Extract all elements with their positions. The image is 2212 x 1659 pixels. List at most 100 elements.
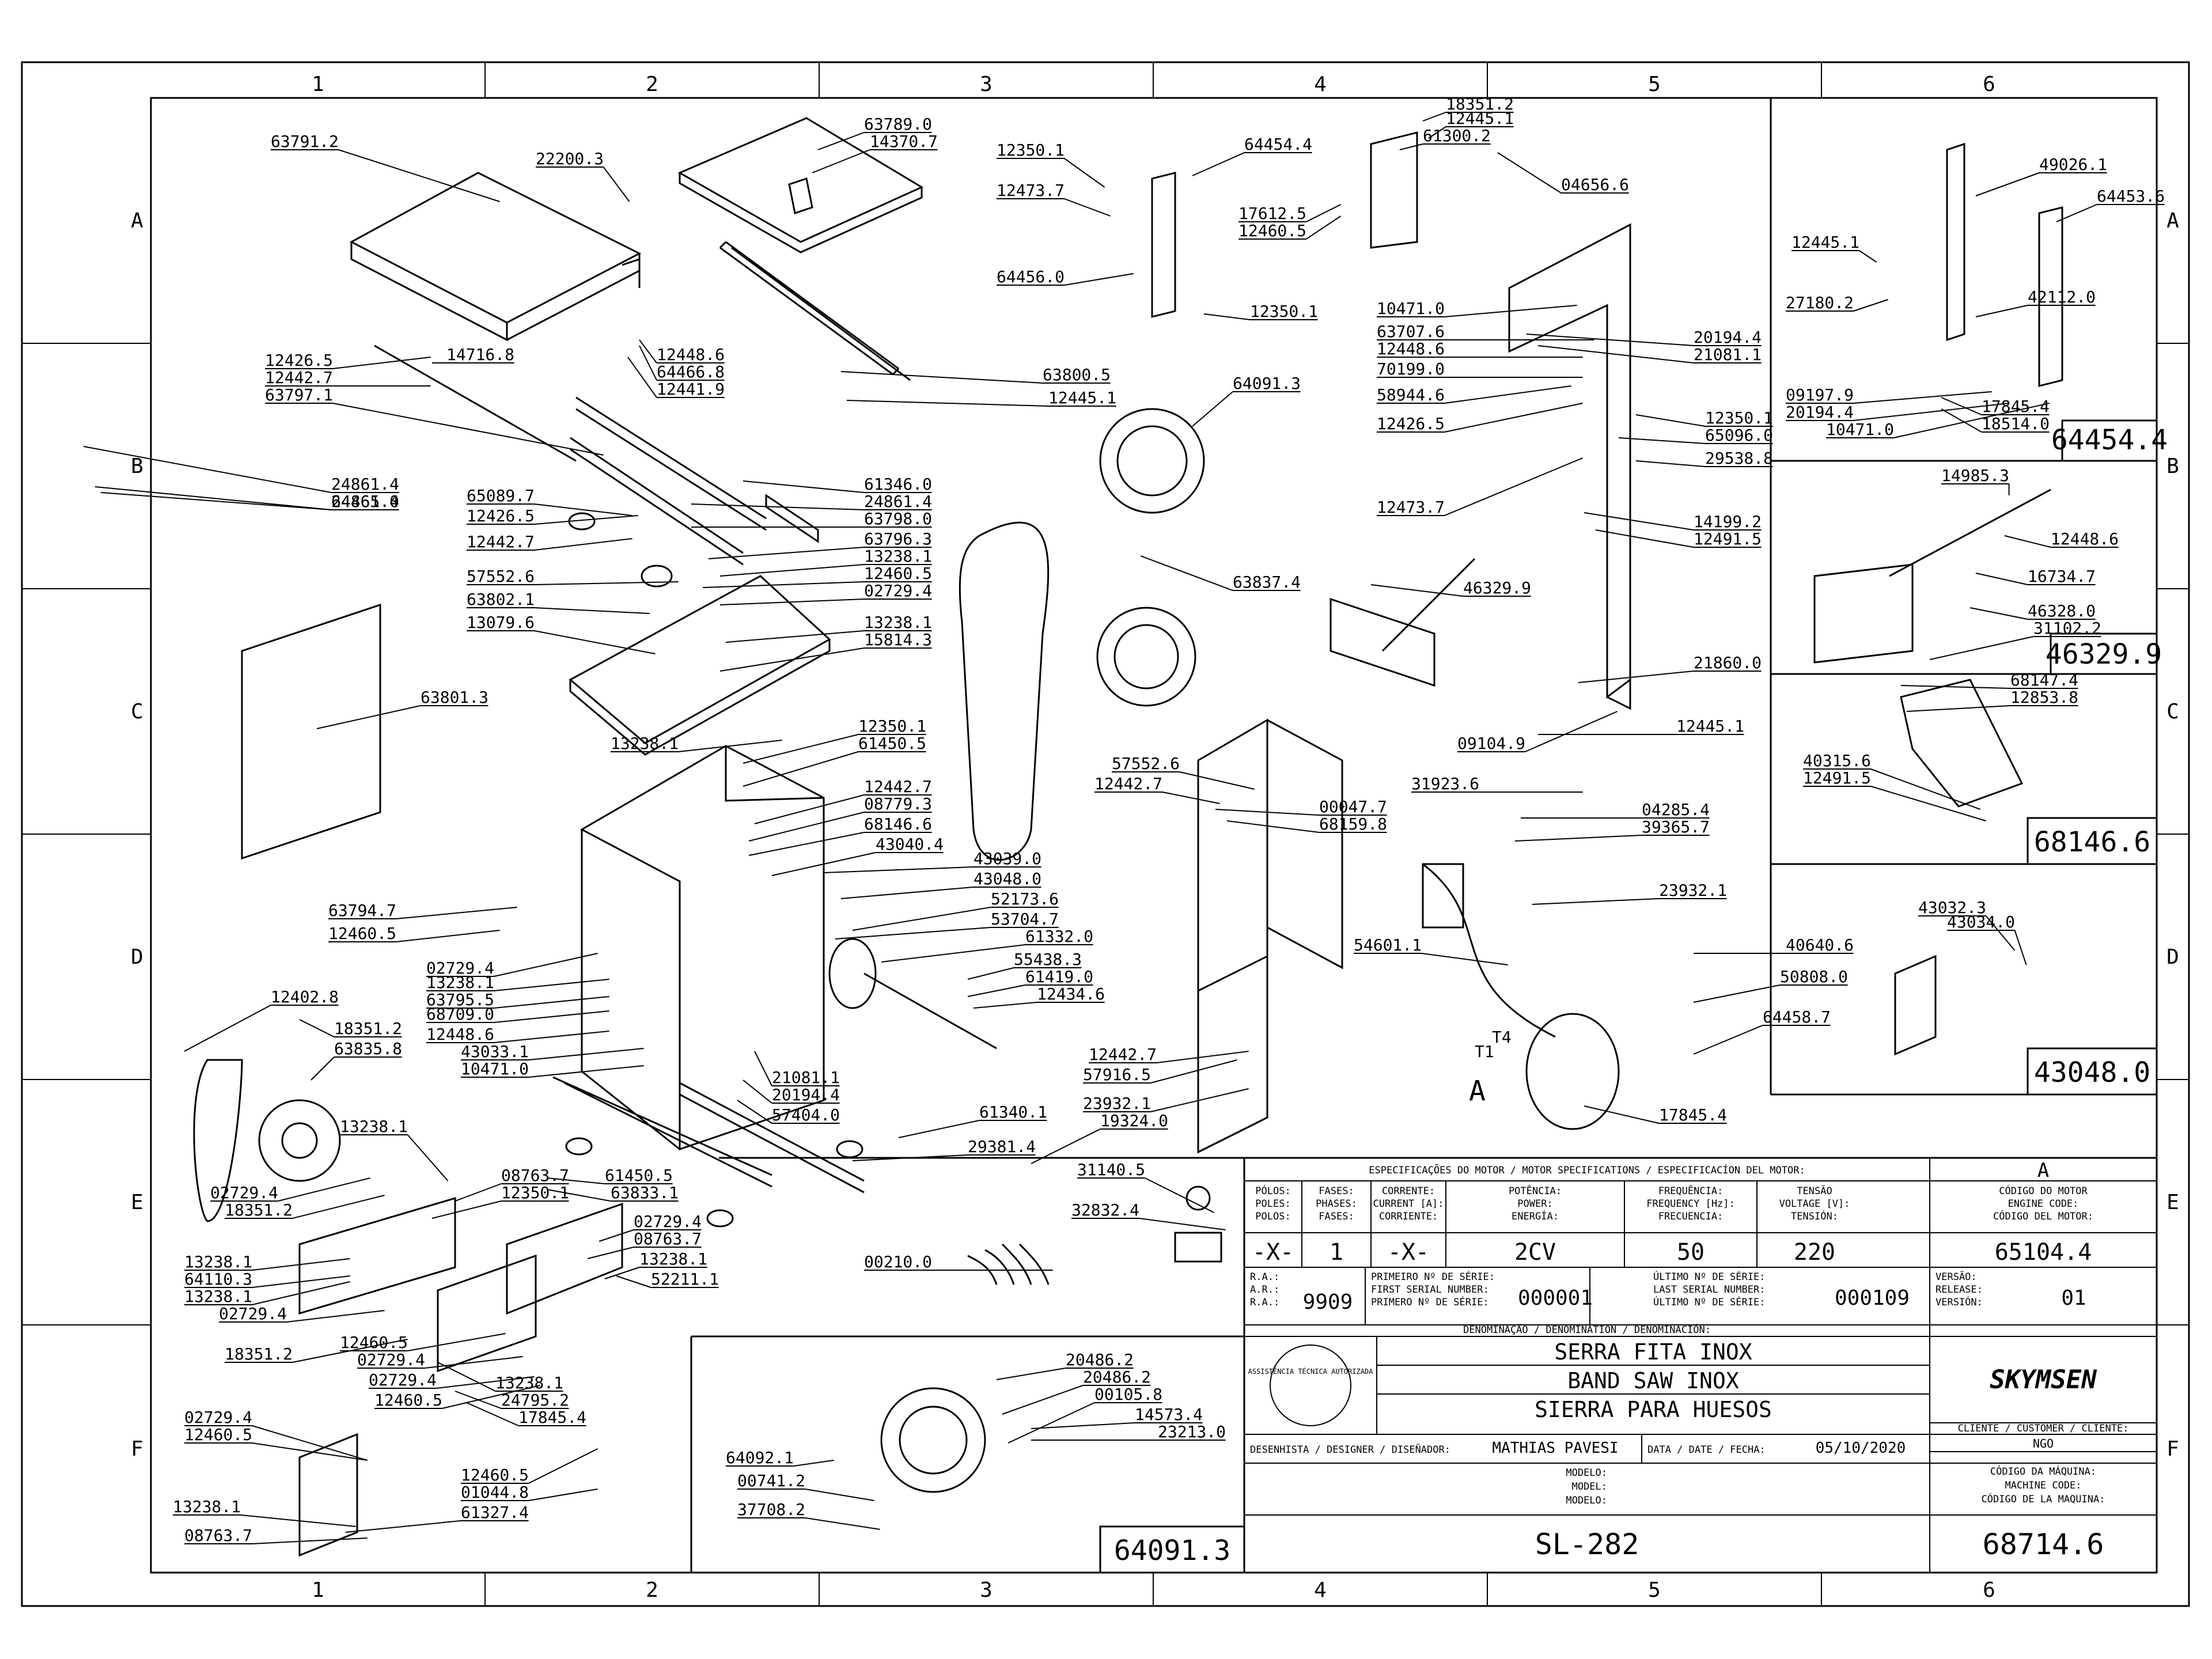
leader-line [1635,414,1706,427]
leader-line [1192,152,1245,176]
part-number: 21860.0 [1694,653,1762,672]
leader-line [1693,1025,1763,1055]
bearing [641,565,673,588]
ra-label: A.R.: [1250,1284,1279,1296]
inset-number-box [2027,1047,2158,1096]
part-number: 64454.4 [1244,135,1312,154]
grid-row-label: C [2166,700,2179,724]
part-number: 14370.7 [870,132,938,151]
part-number: 02729.4 [184,1408,252,1427]
version-label: VERSÃO: [1936,1270,1977,1283]
part-number: 68709.0 [426,1005,494,1024]
leader-line [616,1275,652,1288]
leader-line [252,1258,350,1271]
part-number: 13079.6 [467,613,535,632]
spec-column-label: FASES: [1319,1211,1354,1222]
part-number: 31140.5 [1077,1160,1145,1179]
part-number: 12460.5 [374,1391,442,1410]
version-label: VERSIÓN: [1936,1296,1983,1308]
part-number: 13238.1 [864,547,932,566]
grid-row-label: D [131,945,143,969]
part-number: 24861.4 [331,492,399,511]
leader-line [737,1100,772,1124]
part-number: 09104.9 [1457,734,1525,753]
mount-plate [437,1254,537,1373]
part-number: 12442.7 [1089,1045,1157,1064]
part-number: 24861.4 [864,492,932,511]
leader-line [840,371,1043,384]
part-number: 63791.2 [271,132,339,151]
model-label: MODELO: [1566,1495,1607,1506]
part-number: 12445.1 [1676,717,1744,736]
part-number: 12460.5 [461,1465,529,1484]
leader-line [1906,705,2011,712]
leader-line [1192,391,1233,427]
leader-line [100,492,332,510]
leader-line [754,794,865,824]
leader-line [1532,898,1660,905]
part-number: 18351.2 [334,1019,402,1038]
lower-wheel-hub [1113,624,1179,690]
part-number: 40315.6 [1803,751,1871,770]
drive-belt [193,1059,243,1222]
model: SL-282 [1535,1528,1639,1561]
spec-column-label: ENERGÍA: [1512,1210,1559,1222]
leader-line [793,1460,834,1467]
leader-line [1870,768,1980,810]
spec-value: 1 [1330,1239,1343,1266]
grid-row-label: C [131,700,143,724]
part-number: 63789.0 [864,115,932,134]
rod [374,344,577,462]
part-number: 12350.1 [858,717,926,736]
part-number: 61332.0 [1025,927,1093,946]
spec-value: -X- [1252,1239,1294,1266]
foot [565,1137,593,1156]
leader-line [973,1002,1037,1009]
part-number: 00047.7 [1319,797,1387,816]
guide-rails [570,396,767,566]
leader-line [252,1281,350,1305]
part-number: 09197.9 [1786,385,1854,404]
leader-line [1444,305,1577,317]
grid-column-label: 2 [646,73,658,96]
leader-line [1853,391,1992,404]
ground-symbol [1185,1185,1211,1211]
spec-column-label: CORRENTE: [1382,1185,1435,1197]
grid-column-label: 4 [1314,73,1327,96]
part-number: 12473.7 [997,181,1065,200]
spec-column-label: FASES: [1319,1185,1354,1197]
part-number: 61346.0 [864,475,932,494]
leader-line [639,345,657,381]
part-number: 63798.0 [864,509,932,528]
leader-line [1031,1128,1101,1164]
spec-column-label: POTÊNCIA: [1509,1184,1562,1197]
springs [967,1243,1050,1285]
part-number: 00741.2 [737,1471,805,1490]
first-serial-label: FIRST SERIAL NUMBER: [1371,1284,1489,1296]
rail-clamp [765,494,819,543]
leader-line [1853,403,2009,421]
leader-line [840,887,974,899]
leader-line [94,486,332,510]
leader-line [431,1200,502,1219]
part-number: 10471.0 [1377,299,1445,318]
part-number: 12445.1 [1791,233,1859,252]
spec-value: -X- [1388,1239,1429,1266]
date: 05/10/2020 [1816,1440,1906,1457]
label-symbol [1174,1232,1222,1263]
spec-column-label: FREQUENCY [Hz]: [1646,1198,1735,1210]
leader-line [1975,172,2040,196]
leader-line [332,357,431,369]
leader-line [2056,204,2097,222]
part-number: 42112.0 [2028,287,2096,306]
leader-line [454,1391,502,1409]
part-number: 19324.0 [1100,1111,1168,1130]
version: 01 [2061,1286,2086,1310]
model-label: MODEL: [1572,1481,1607,1493]
inner-border [150,97,2158,1574]
leader-line [436,1376,535,1389]
part-number: 13238.1 [340,1117,408,1136]
inset-box-label: 46329.9 [2046,638,2162,671]
part-number: 20486.2 [1083,1368,1151,1387]
